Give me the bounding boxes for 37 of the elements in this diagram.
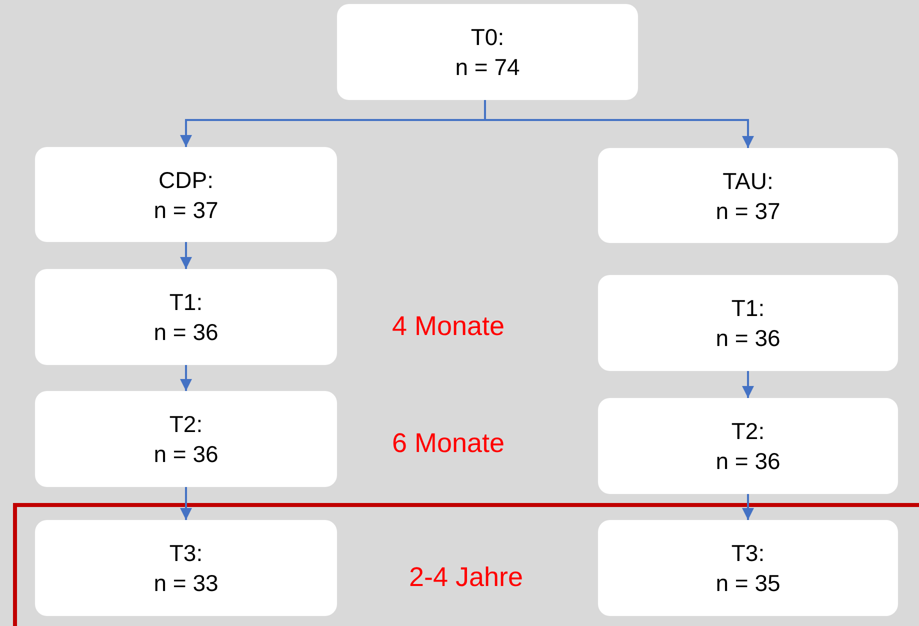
process-box xyxy=(598,275,898,371)
period-label: 2-4 Jahre xyxy=(409,562,524,593)
node-text: T3: xyxy=(731,539,765,568)
period-label: 4 Monate xyxy=(392,311,505,342)
arrow xyxy=(484,100,754,148)
node-text: T2: xyxy=(169,410,203,439)
arrow xyxy=(180,365,192,391)
process-box xyxy=(35,147,337,242)
node-text: n = 74 xyxy=(455,53,520,82)
node-text: n = 37 xyxy=(716,196,780,226)
process-box xyxy=(35,520,337,616)
arrow xyxy=(180,487,192,520)
highlight-frame xyxy=(13,503,919,626)
period-label: 6 Monate xyxy=(392,428,505,459)
process-box xyxy=(337,4,638,100)
process-box xyxy=(35,269,337,365)
node-text: CDP: xyxy=(158,166,214,194)
process-box xyxy=(598,398,898,494)
process-box xyxy=(35,391,337,487)
node-text: n = 35 xyxy=(716,569,780,598)
node-text: n = 33 xyxy=(154,569,218,598)
node-text: T3: xyxy=(169,539,203,568)
process-box xyxy=(598,148,898,243)
node-text: T2: xyxy=(731,417,765,446)
node-text: TAU: xyxy=(722,166,774,196)
node-text: n = 36 xyxy=(716,324,780,353)
process-box xyxy=(598,520,898,616)
node-text: n = 36 xyxy=(716,447,780,476)
node-text: T1: xyxy=(169,288,203,317)
node-text: n = 36 xyxy=(154,440,218,469)
node-text: T1: xyxy=(731,294,765,323)
node-text: n = 36 xyxy=(154,318,218,347)
arrow xyxy=(180,242,192,269)
arrow xyxy=(742,371,754,398)
node-text: n = 37 xyxy=(154,196,218,224)
node-text: T0: xyxy=(470,23,504,52)
arrow xyxy=(742,494,754,520)
